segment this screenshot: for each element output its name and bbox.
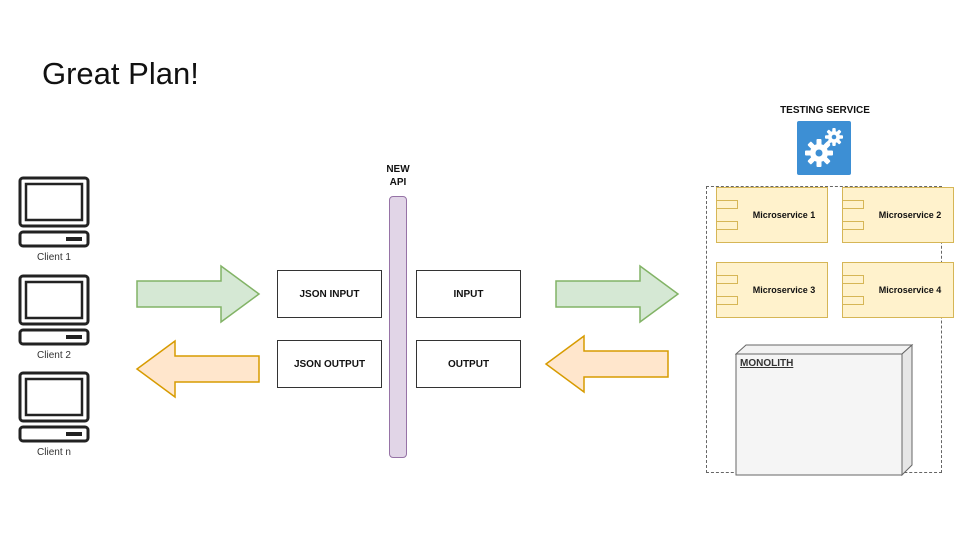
microservice-1: Microservice 1	[716, 187, 828, 243]
testing-service-label: TESTING SERVICE	[780, 105, 870, 116]
request-arrow-right	[555, 264, 680, 324]
computer-icon	[18, 176, 90, 248]
client-1: Client 1	[14, 176, 94, 263]
computer-icon	[18, 371, 90, 443]
microservice-label: Microservice 3	[752, 285, 816, 295]
json-output-box: JSON OUTPUT	[277, 340, 382, 388]
monolith-label: MONOLITH	[740, 358, 794, 369]
request-arrow-left	[136, 264, 261, 324]
response-arrow-right	[544, 334, 669, 394]
computer-icon	[18, 274, 90, 346]
json-input-box: JSON INPUT	[277, 270, 382, 318]
monolith-box	[735, 344, 914, 476]
microservice-3: Microservice 3	[716, 262, 828, 318]
api-bar	[389, 196, 407, 458]
gears-icon	[805, 128, 843, 167]
client-label: Client 1	[37, 252, 71, 263]
microservice-label: Microservice 2	[878, 210, 942, 220]
client-2: Client 2	[14, 274, 94, 361]
microservice-label: Microservice 4	[878, 285, 942, 295]
microservice-4: Microservice 4	[842, 262, 954, 318]
slide-title: Great Plan!	[42, 56, 199, 91]
testing-service-box	[797, 121, 851, 175]
output-box: OUTPUT	[416, 340, 521, 388]
microservice-label: Microservice 1	[752, 210, 816, 220]
client-label: Client 2	[37, 350, 71, 361]
response-arrow-left	[135, 339, 260, 399]
input-box: INPUT	[416, 270, 521, 318]
microservice-2: Microservice 2	[842, 187, 954, 243]
client-label: Client n	[37, 447, 71, 458]
api-label: NEW API	[386, 164, 410, 188]
client-n: Client n	[14, 371, 94, 458]
